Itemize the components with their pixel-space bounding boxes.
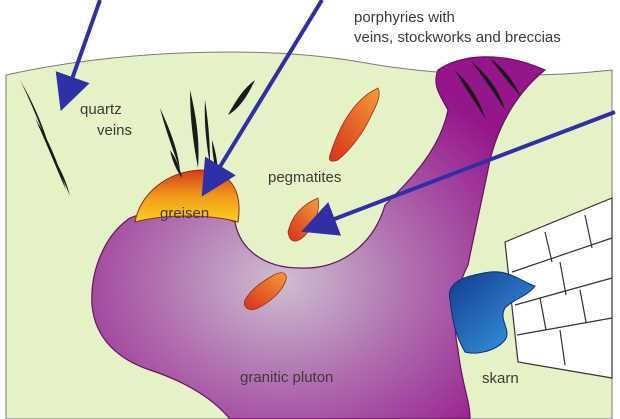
label-quartz-line2: veins [97,122,132,139]
label-skarn: skarn [482,370,519,387]
label-quartz-line1: quartz [80,101,122,118]
label-granitic-pluton: granitic pluton [240,369,333,386]
label-porphyries-line2: veins, stockworks and breccias [354,29,561,46]
label-greisen: greisen [160,205,209,222]
label-porphyries-line1: porphyries with [354,9,455,26]
label-pegmatites: pegmatites [268,169,341,186]
